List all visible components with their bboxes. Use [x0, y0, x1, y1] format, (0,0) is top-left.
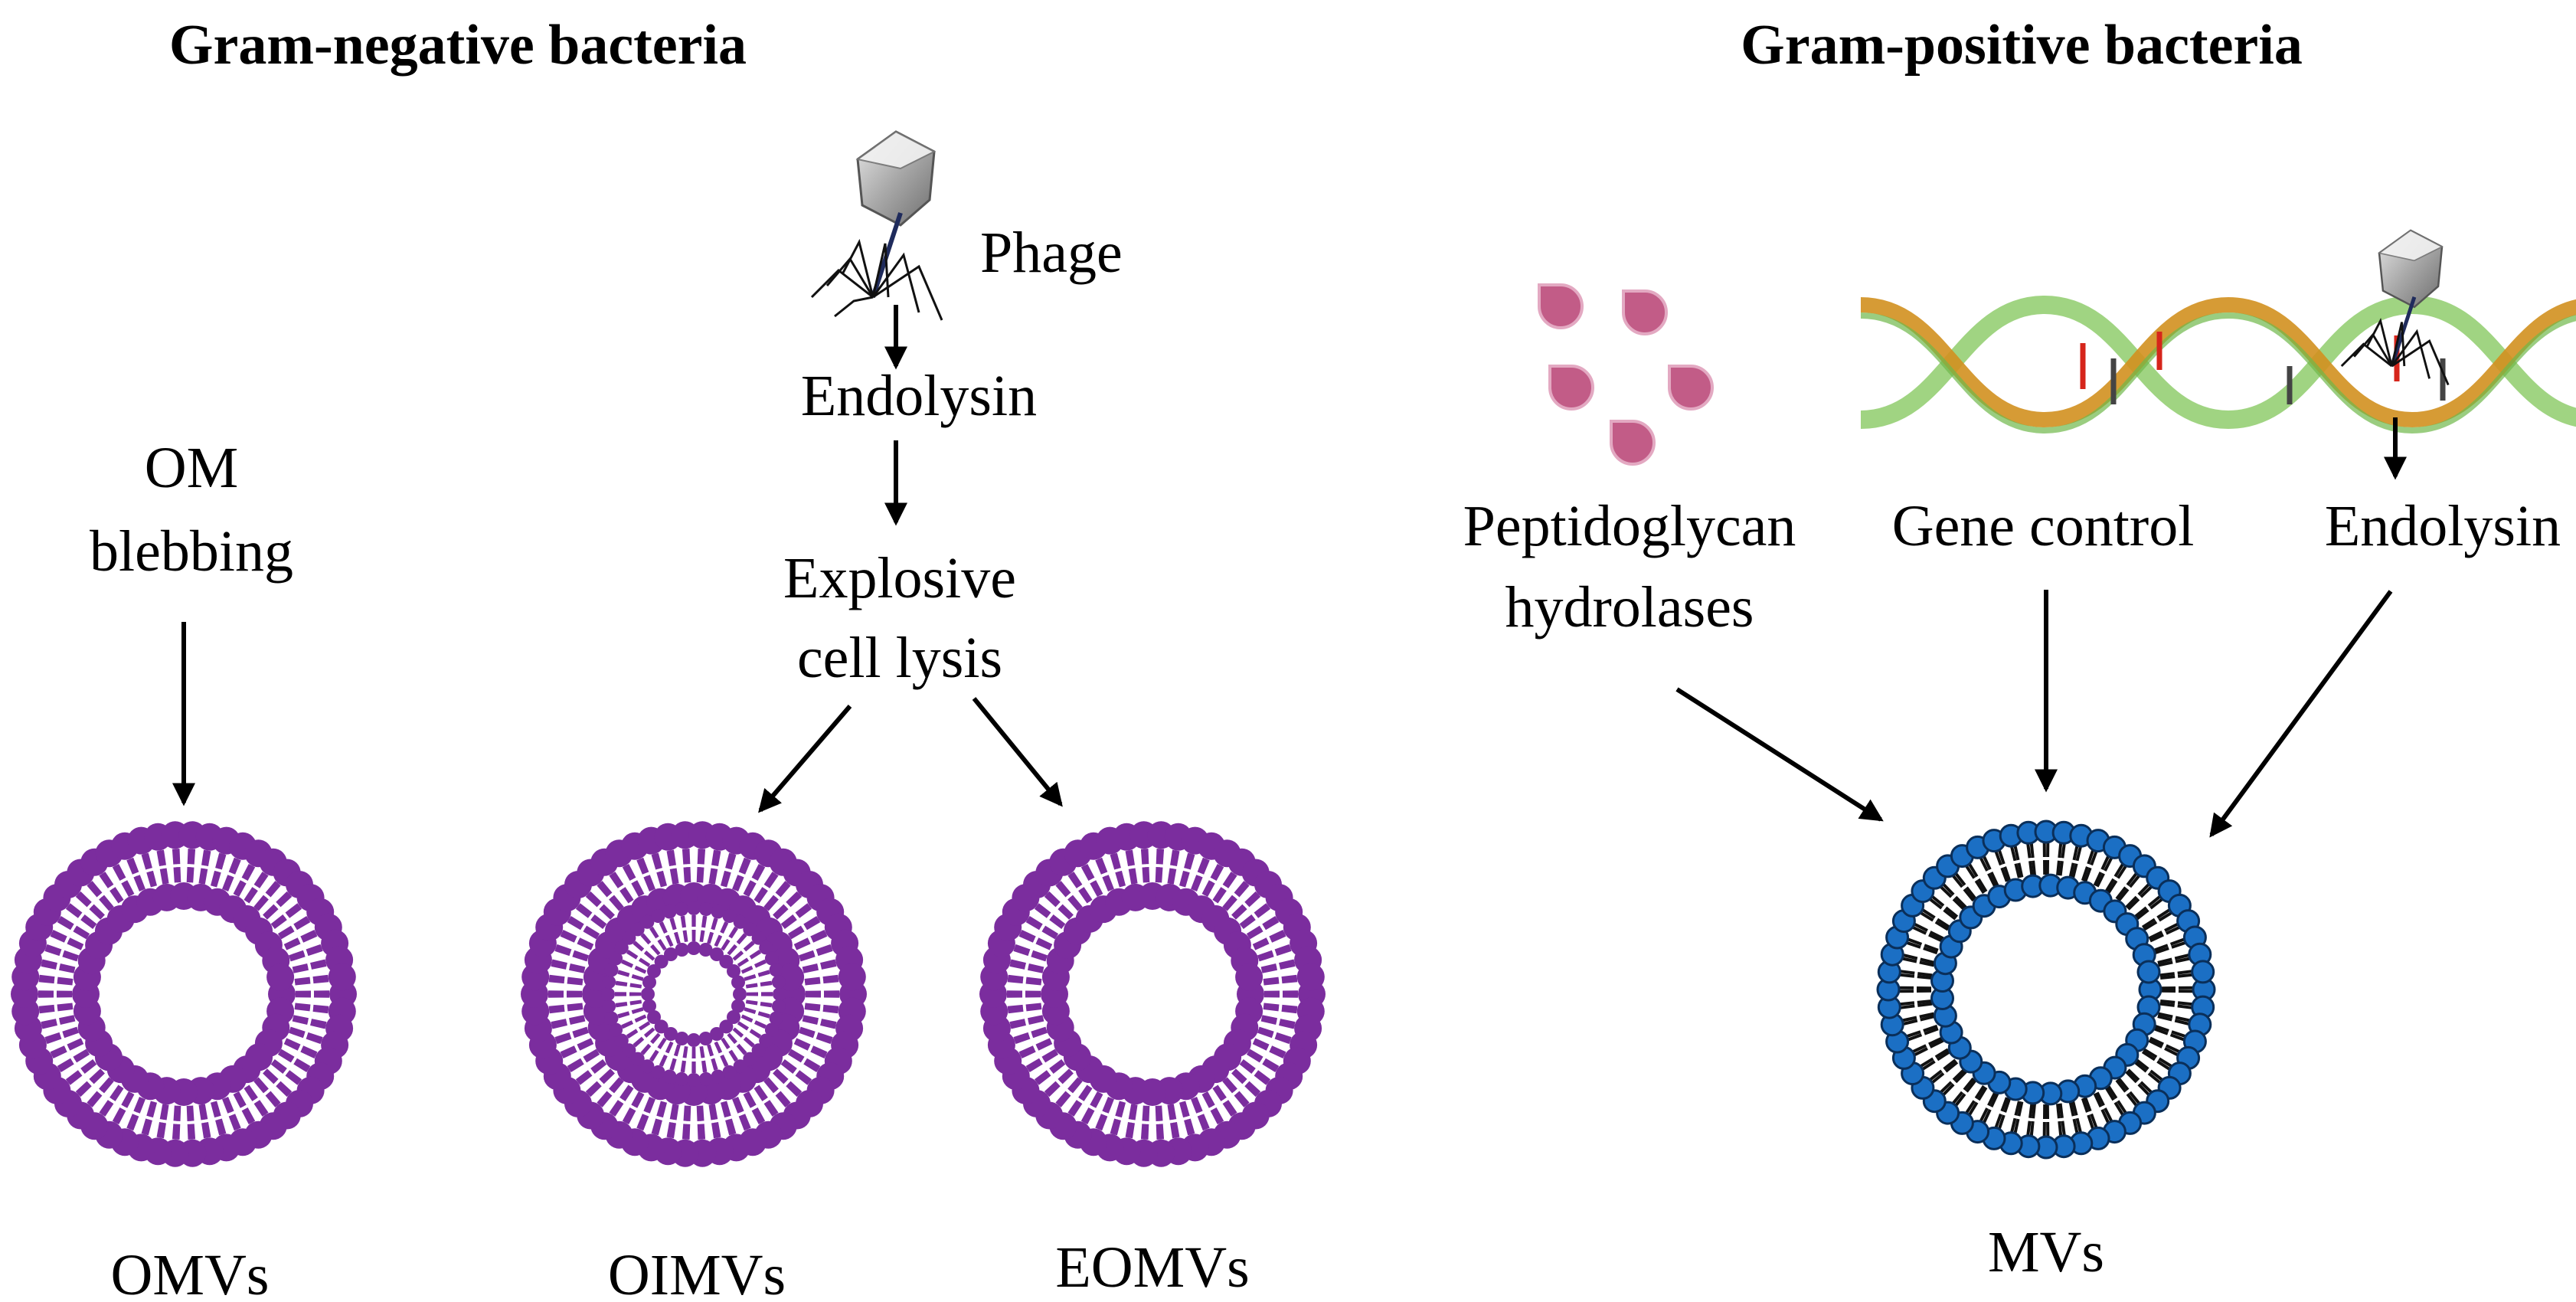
omv-vesicle-icon	[11, 821, 357, 1167]
mvs-label: MVs	[1988, 1220, 2104, 1284]
arrow-endolysin-to-mvs	[2209, 590, 2393, 838]
droplet-icon	[1538, 283, 1584, 329]
mv-vesicle-icon	[1876, 819, 2216, 1160]
dna-helix-icon	[1860, 295, 2576, 434]
endolysin-label-positive: Endolysin	[2325, 494, 2561, 558]
droplet-icon-group	[1538, 283, 1714, 466]
phage-icon-positive	[2340, 229, 2450, 386]
eomvs-label: EOMVs	[1055, 1235, 1249, 1300]
endolysin-label-negative: Endolysin	[801, 364, 1037, 428]
gene-control-label: Gene control	[1892, 494, 2195, 558]
omvs-label: OMVs	[111, 1243, 270, 1302]
peptidoglycan-label-line2: hydrolases	[1505, 575, 1754, 640]
explosive-cell-lysis-line2: cell lysis	[797, 626, 1002, 690]
arrow-lysis-to-eomvs	[972, 697, 1063, 807]
eomv-vesicle-icon	[979, 821, 1326, 1167]
droplet-icon	[1610, 420, 1656, 466]
oimv-vesicle-icon	[521, 821, 867, 1167]
arrow-lysis-to-oimvs	[758, 705, 852, 813]
gram-positive-heading: Gram-positive bacteria	[1741, 14, 2303, 77]
oimvs-label: OIMVs	[608, 1243, 786, 1302]
om-blebbing-label-line1: OM	[145, 436, 238, 500]
droplet-icon	[1668, 365, 1714, 411]
droplet-icon	[1548, 365, 1594, 411]
phage-label: Phage	[980, 221, 1123, 285]
gram-negative-heading: Gram-negative bacteria	[169, 14, 747, 77]
om-blebbing-label-line2: blebbing	[90, 519, 293, 584]
droplet-icon	[1622, 290, 1668, 335]
explosive-cell-lysis-line1: Explosive	[783, 546, 1016, 610]
peptidoglycan-label-line1: Peptidoglycan	[1463, 494, 1796, 558]
phage-icon	[810, 130, 943, 321]
arrow-hydrolases-to-mvs	[1675, 687, 1884, 822]
